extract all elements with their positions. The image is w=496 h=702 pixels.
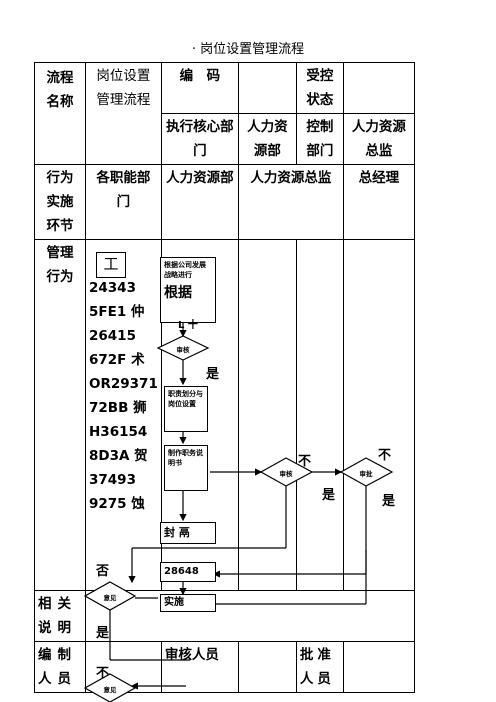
process-name-label: 流程名称 — [34, 62, 86, 165]
review-diamond-2-label: 审核 — [279, 470, 293, 478]
duty-division-text: 职责划分与岗位设置 — [168, 390, 203, 408]
header-row-2: 执行核心部门 人力资源部 控制部门 人力资源总监 — [35, 113, 415, 165]
management-row-label: 管理行为 — [34, 239, 86, 591]
garbled-line: 26415 — [89, 328, 136, 344]
opinion-diamond-2-label: 意见 — [103, 686, 117, 694]
hr-director-label: 人力资源总监 — [342, 113, 415, 165]
approve-diamond — [339, 457, 394, 487]
implement-box-text: 实施 — [164, 597, 184, 608]
review-diamond-2 — [259, 457, 314, 487]
garbled-line: 24343 — [89, 280, 136, 296]
strategy-box: 根据公司发展战略进行 根据 — [160, 257, 216, 323]
job-description-box: 制作职务说明书 — [164, 445, 208, 491]
garbled-line: 37493 — [89, 472, 136, 488]
approver-label: 批准人员 — [295, 641, 344, 693]
no-mark-4: 不 — [96, 666, 110, 681]
bullet-icon: · — [191, 42, 197, 57]
partial-box-4-text: 封 鬲 — [164, 526, 190, 539]
yes-mark-3: 是 — [382, 494, 396, 509]
garbled-line: 672F 术 — [89, 352, 145, 368]
role-general-manager: 总经理 — [342, 164, 415, 240]
garbled-line: 9275 蚀 — [89, 496, 145, 512]
roles-row-label: 行为实施环节 — [34, 164, 86, 240]
roles-row: 行为实施环节 各职能部门 人力资源部 人力资源总监 总经理 — [34, 164, 415, 240]
gm-lane — [342, 239, 415, 591]
role-hr-dept: 人力资源部 — [160, 164, 239, 240]
control-status-value — [342, 62, 415, 114]
code-value — [237, 62, 297, 114]
related-label: 相关说明 — [34, 590, 86, 642]
garbled-line: OR29371 — [89, 376, 158, 392]
review-diamond — [156, 335, 210, 361]
partial-box-5-text: 28648 — [164, 566, 199, 577]
opinion-diamond-label: 意见 — [103, 594, 117, 602]
no-mark-3: 否 — [96, 564, 110, 579]
strategy-box-bigtext: 根据 — [164, 285, 192, 301]
garbled-line: H36154 — [89, 424, 148, 440]
strategy-box-text: 根据公司发展战略进行 — [164, 261, 206, 279]
control-dept-label: 控制部门 — [295, 113, 344, 165]
garbled-line: 8D3A 贺 — [89, 448, 148, 464]
page-title: ·岗位设置管理流程 — [191, 42, 305, 57]
no-mark-2: 不 — [378, 448, 392, 463]
no-mark-1: 不 — [298, 454, 312, 469]
garbled-box: 工 — [96, 252, 126, 278]
garbled-line: 5FE1 仲 — [89, 304, 145, 320]
approve-diamond-label: 审批 — [359, 470, 373, 478]
garbled-line: 72BB 狮 — [89, 400, 147, 416]
yes-mark-4: 是 — [96, 626, 110, 641]
reviewer-value — [237, 641, 297, 693]
implement-box: 实施 — [160, 594, 216, 612]
garbled-column: 24343 5FE1 仲 26415 672F 术 OR29371 72BB 狮… — [85, 239, 162, 591]
job-description-text: 制作职务说明书 — [168, 449, 203, 467]
opinion-diamond — [83, 581, 137, 611]
opinion-diamond-2 — [83, 673, 137, 702]
code-label: 编 码 — [160, 62, 239, 114]
staff-row: 编制人员 审核人员 批准人员 — [34, 641, 415, 693]
duty-division-box: 职责划分与岗位设置 — [164, 386, 208, 432]
role-hr-director: 人力资源总监 — [237, 164, 344, 240]
strategy-tail-text: L 十 — [178, 320, 198, 331]
approver-value — [342, 641, 415, 693]
header-row-1: 流程名称 岗位设置管理流程 编 码 受控状态 — [34, 62, 415, 165]
exec-dept-label: 执行核心部门 — [160, 113, 239, 165]
partial-box-4: 封 鬲 — [160, 522, 216, 544]
role-functional-depts: 各职能部门 — [85, 164, 162, 240]
partial-box-5: 28648 — [160, 562, 216, 582]
review-diamond-label: 审核 — [176, 346, 190, 354]
yes-mark-1: 是 — [206, 367, 220, 382]
control-status-label: 受控状态 — [295, 62, 344, 114]
hr-dept-label: 人力资源部 — [237, 113, 297, 165]
yes-mark-2: 是 — [322, 488, 336, 503]
author-label: 编制人员 — [34, 641, 86, 693]
